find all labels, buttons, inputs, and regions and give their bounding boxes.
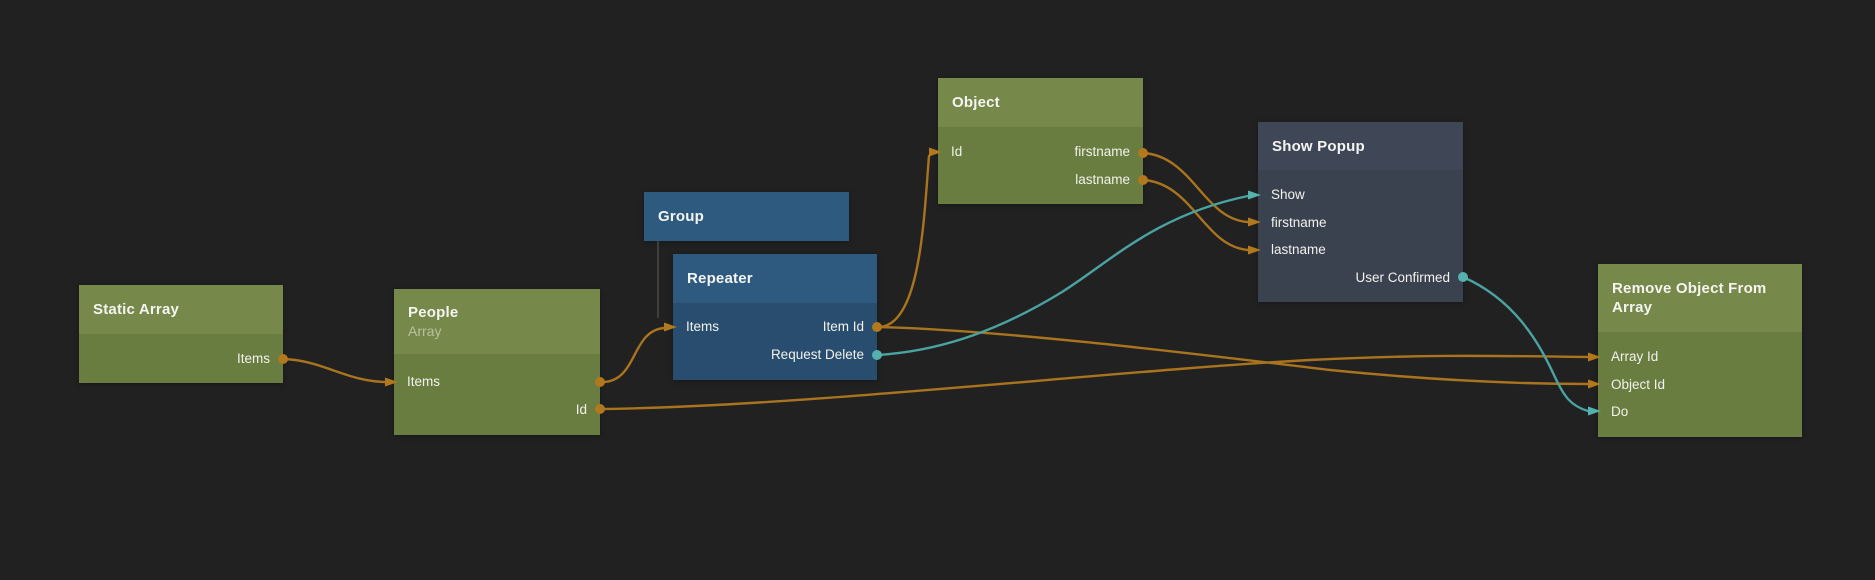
node-people-body: Items Id — [394, 354, 600, 435]
node-static-array-header[interactable]: Static Array — [79, 285, 283, 334]
arrowhead-remove-array-id[interactable] — [1588, 352, 1601, 362]
port-remove-do[interactable]: Do — [1611, 404, 1629, 420]
node-title: People — [408, 304, 459, 321]
wire-showpopup-userconfirmed-to-remove-do[interactable] — [1461, 275, 1590, 413]
port-dot-repeater-itemid[interactable] — [872, 322, 882, 332]
port-dot-people-items[interactable] — [595, 377, 605, 387]
arrowhead-remove-do[interactable] — [1588, 406, 1601, 416]
arrowhead-remove-object-id[interactable] — [1588, 379, 1601, 389]
node-people-header[interactable]: People Array — [394, 289, 600, 354]
node-remove-object-from-array-header[interactable]: Remove Object From Array — [1598, 264, 1802, 332]
node-show-popup-header[interactable]: Show Popup — [1258, 122, 1463, 170]
port-object-firstname[interactable]: firstname — [1074, 144, 1130, 160]
node-group-header[interactable]: Group — [644, 192, 849, 241]
port-people-id[interactable]: Id — [575, 401, 587, 417]
node-object-body: Id firstname lastname — [938, 127, 1143, 204]
port-show-popup-lastname[interactable]: lastname — [1271, 242, 1326, 258]
node-title: Static Array — [93, 301, 180, 318]
port-row: firstname — [1271, 209, 1450, 237]
port-repeater-request-delete[interactable]: Request Delete — [770, 346, 864, 362]
node-title: Remove Object From Array — [1612, 280, 1767, 316]
port-dot-people-id[interactable] — [595, 404, 605, 414]
node-object[interactable]: Object Id firstname lastname — [938, 78, 1143, 204]
node-subtitle: Array — [408, 323, 442, 339]
port-repeater-item-id[interactable]: Item Id — [822, 319, 864, 335]
node-title: Group — [658, 208, 704, 225]
port-row: Items Item Id — [686, 313, 864, 341]
node-title: Repeater — [687, 270, 753, 287]
node-remove-object-from-array[interactable]: Remove Object From Array Array Id Object… — [1598, 264, 1802, 437]
arrowhead-repeater-items[interactable] — [664, 322, 677, 332]
port-repeater-items[interactable]: Items — [686, 319, 720, 335]
node-people[interactable]: People Array Items Id — [394, 289, 600, 435]
wire-people-items-to-repeater-items[interactable] — [598, 326, 666, 384]
port-row: lastname — [951, 166, 1130, 194]
wire-staticarray-items-to-people-items[interactable] — [281, 357, 387, 384]
port-dot-object-lastname[interactable] — [1138, 175, 1148, 185]
arrowhead-showpopup-lastname[interactable] — [1248, 245, 1261, 255]
port-dot-showpopup-userconfirmed[interactable] — [1458, 272, 1468, 282]
wire-repeater-requestdelete-to-showpopup-show[interactable] — [875, 194, 1250, 357]
port-row: Object Id — [1611, 371, 1789, 399]
port-row: Id — [407, 396, 587, 424]
node-repeater-header[interactable]: Repeater — [673, 254, 877, 303]
node-show-popup[interactable]: Show Popup Show firstname lastname User … — [1258, 122, 1463, 302]
port-row: Items — [407, 368, 587, 396]
node-title: Show Popup — [1272, 137, 1365, 155]
arrowhead-object-id[interactable] — [929, 147, 942, 157]
node-show-popup-body: Show firstname lastname User Confirmed — [1258, 170, 1463, 302]
port-row: Show — [1271, 181, 1450, 209]
port-dot-staticarray-items[interactable] — [278, 354, 288, 364]
port-row: Items — [92, 345, 270, 373]
node-repeater[interactable]: Repeater Items Item Id Request Delete — [673, 254, 877, 380]
port-show-popup-user-confirmed[interactable]: User Confirmed — [1355, 269, 1450, 285]
port-row: Do — [1611, 398, 1789, 426]
port-dot-object-firstname[interactable] — [1138, 148, 1148, 158]
node-group[interactable]: Group — [644, 192, 849, 241]
wire-people-id-to-remove-array-id[interactable] — [598, 354, 1591, 411]
wire-repeater-itemid-to-object-id[interactable] — [875, 154, 931, 329]
port-remove-array-id[interactable]: Array Id — [1611, 349, 1659, 365]
wire-repeater-itemid-to-remove-object-id[interactable] — [875, 325, 1591, 386]
arrowhead-showpopup-firstname[interactable] — [1248, 217, 1261, 227]
port-row: User Confirmed — [1271, 264, 1450, 292]
node-repeater-body: Items Item Id Request Delete — [673, 303, 877, 380]
port-row: Request Delete — [686, 341, 864, 369]
wire-object-lastname-to-showpopup-lastname[interactable] — [1141, 178, 1250, 252]
wire-object-firstname-to-showpopup-firstname[interactable] — [1141, 151, 1250, 224]
node-object-header[interactable]: Object — [938, 78, 1143, 127]
port-remove-object-id[interactable]: Object Id — [1611, 376, 1666, 392]
arrowhead-people-items[interactable] — [385, 377, 398, 387]
port-show-popup-show[interactable]: Show — [1271, 187, 1305, 203]
node-remove-object-from-array-body: Array Id Object Id Do — [1598, 332, 1802, 437]
node-static-array[interactable]: Static Array Items — [79, 285, 283, 383]
node-title: Object — [952, 94, 1000, 111]
port-people-items[interactable]: Items — [407, 374, 441, 390]
port-object-id[interactable]: Id — [951, 144, 963, 160]
port-show-popup-firstname[interactable]: firstname — [1271, 214, 1327, 230]
port-row: Array Id — [1611, 343, 1789, 371]
port-static-array-items[interactable]: Items — [236, 351, 270, 367]
arrowhead-showpopup-show[interactable] — [1248, 190, 1261, 200]
port-row: Id firstname — [951, 138, 1130, 166]
port-row: lastname — [1271, 236, 1450, 264]
port-object-lastname[interactable]: lastname — [1075, 171, 1130, 187]
node-static-array-body: Items — [79, 334, 283, 383]
port-dot-repeater-requestdelete[interactable] — [872, 350, 882, 360]
